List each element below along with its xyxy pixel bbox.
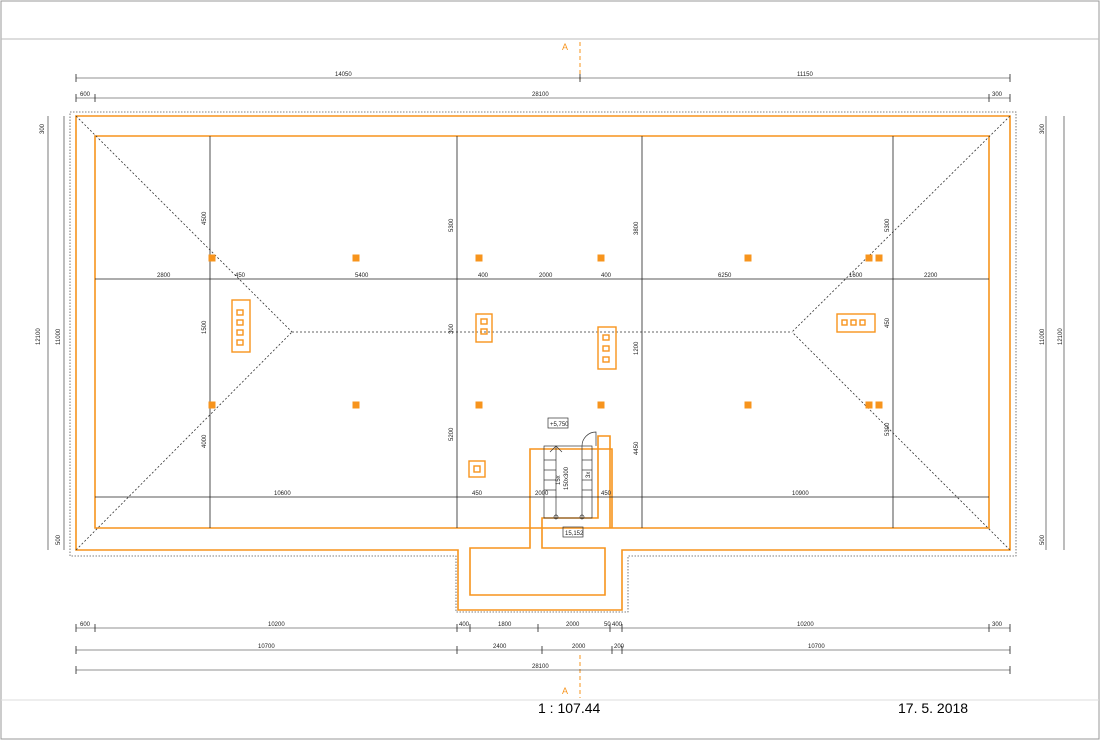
dim-b1-9: 300 (992, 622, 1003, 628)
dim-top-1: 14050 (335, 72, 352, 78)
dim-v-11: 450 (885, 317, 891, 328)
dim-inner-h-8: 1600 (849, 273, 863, 279)
level-label-bottom: 15,152 (565, 531, 584, 537)
dim-v-1: 4500 (202, 211, 208, 225)
dim-left-4: 500 (56, 534, 62, 545)
dim-inner-h-2: 450 (235, 273, 246, 279)
dim-b1-6: 50 (604, 622, 611, 628)
stair-label-2: 150x300 (564, 466, 570, 490)
dim-right-4: 500 (1040, 534, 1046, 545)
dim-v-4: 5300 (449, 218, 455, 232)
dim-v-6: 5200 (449, 427, 455, 441)
dim-right-1: 300 (1040, 123, 1046, 134)
dim-inner-h-6: 400 (601, 273, 612, 279)
dim-b2-4: 200 (614, 644, 625, 650)
dim-v-2: 1500 (202, 320, 208, 334)
dim-b1-3: 400 (459, 622, 470, 628)
dim-v-7: 3800 (634, 221, 640, 235)
level-label-top: +5,750 (550, 422, 569, 428)
dim-left-3: 11000 (56, 328, 62, 345)
dimension-ticks (75, 74, 1011, 674)
outer-wall (75, 115, 1011, 611)
dim-v-9: 4450 (634, 441, 640, 455)
section-line: A A (562, 42, 581, 698)
dim-top-row2-3: 300 (992, 92, 1003, 98)
dim-left-2: 12100 (36, 328, 42, 345)
structural-lines (95, 136, 989, 528)
section-marker-bottom: A (562, 686, 568, 696)
dim-inner-h-1: 2800 (157, 273, 171, 279)
inner-wall (94, 135, 990, 596)
dim-inner-b-4: 450 (601, 491, 612, 497)
dim-v-10: 5300 (885, 218, 891, 232)
dim-v-3: 4000 (202, 434, 208, 448)
date-label: 17. 5. 2018 (898, 700, 969, 716)
dim-v-12: 5300 (885, 422, 891, 436)
dim-b2-3: 2000 (572, 644, 586, 650)
dimension-lines (47, 77, 1065, 671)
dim-inner-b-2: 450 (472, 491, 483, 497)
dim-b1-2: 10200 (268, 622, 285, 628)
dim-inner-b-3: 2000 (535, 491, 549, 497)
dim-left-1: 300 (40, 123, 46, 134)
column-markers (208, 254, 883, 409)
dim-top-row2-2: 28100 (532, 92, 549, 98)
dim-v-5: 300 (449, 323, 455, 334)
staircase (543, 417, 597, 538)
roof-hip-lines (75, 115, 1011, 551)
dim-v-8: 1200 (634, 341, 640, 355)
dim-inner-h-9: 2200 (924, 273, 938, 279)
stair-label-1: 15x (556, 475, 562, 485)
dim-inner-b-1: 10600 (274, 491, 291, 497)
dim-b2-1: 10700 (258, 644, 275, 650)
dim-inner-h-4: 400 (478, 273, 489, 279)
dim-right-3: 12100 (1058, 328, 1064, 345)
dim-b1-5: 2000 (566, 622, 580, 628)
dim-top-2: 11150 (797, 72, 813, 78)
dim-inner-b-5: 10900 (792, 491, 809, 497)
dim-b2-2: 2400 (493, 644, 507, 650)
dim-b1-1: 600 (80, 622, 91, 628)
dim-b1-7: 400 (612, 622, 623, 628)
dim-b2-5: 10700 (808, 644, 825, 650)
stair-label-3: 3x (586, 472, 592, 478)
dim-right-2: 11000 (1040, 328, 1046, 345)
vent-blocks (231, 299, 876, 478)
roof-outline-dotted (69, 111, 1017, 613)
scale-label: 1 : 107.44 (538, 700, 601, 716)
building-walls (75, 115, 1011, 611)
section-marker-top: A (562, 42, 568, 52)
dim-b1-4: 1800 (498, 622, 512, 628)
dim-inner-h-5: 2000 (539, 273, 553, 279)
dim-top-row2-1: 600 (80, 92, 91, 98)
dim-inner-h-7: 6250 (718, 273, 732, 279)
dim-b3-1: 28100 (532, 664, 549, 670)
dim-inner-h-3: 5400 (355, 273, 369, 279)
dim-b1-8: 10200 (797, 622, 814, 628)
